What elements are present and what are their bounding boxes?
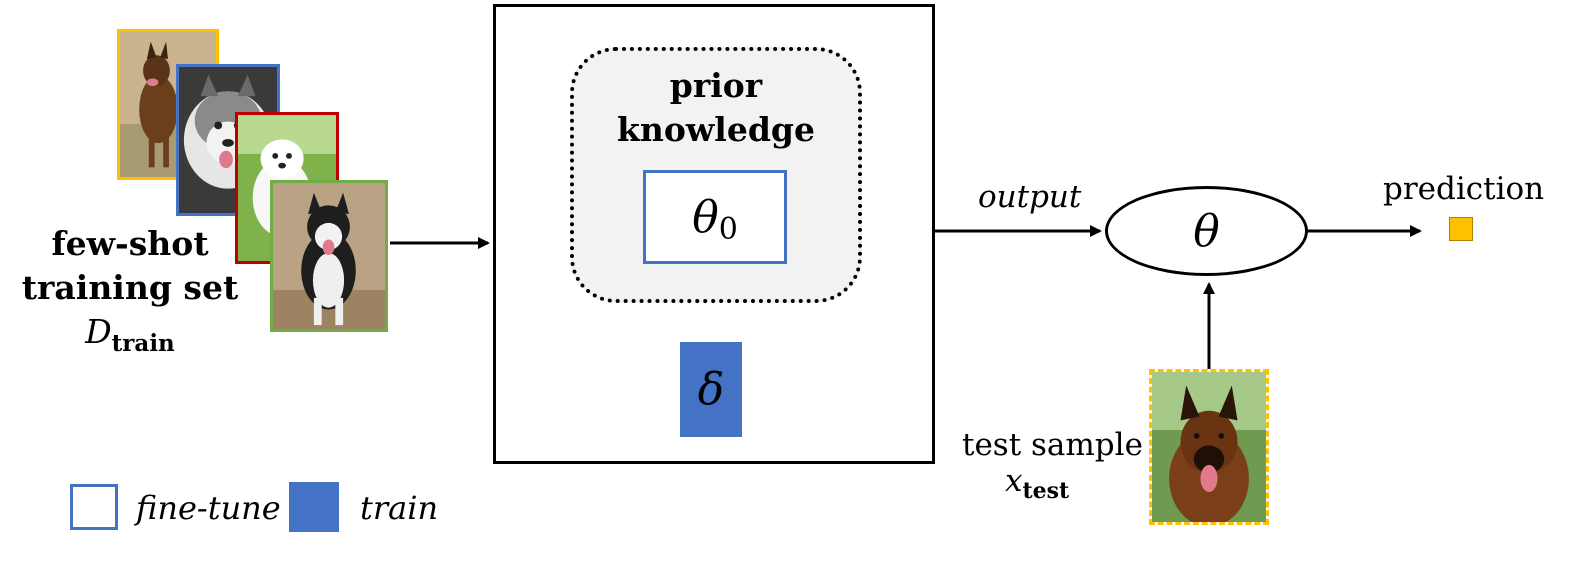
theta0-symbol: θ	[692, 191, 719, 243]
theta-node: θ	[1105, 186, 1308, 276]
test-sample-symbol-main: x	[1005, 463, 1023, 499]
prior-knowledge-line1: prior	[669, 66, 763, 105]
test-sample-label: test sample	[962, 427, 1143, 463]
prediction-label: prediction	[1383, 171, 1545, 207]
prior-knowledge-title: prior knowledge	[570, 64, 862, 152]
test-dog-image	[1152, 372, 1266, 522]
test-sample-symbol-sub: test	[1022, 478, 1070, 504]
test-sample-symbol: xtest	[1005, 462, 1070, 504]
training-set-title-line2: training set	[21, 268, 239, 307]
prior-knowledge-line2: knowledge	[617, 110, 815, 149]
dog-photo-image	[273, 183, 385, 329]
test-sample-photo	[1149, 369, 1269, 525]
delta-symbol: δ	[697, 364, 725, 415]
legend-fine-tune-label: fine-tune	[136, 489, 281, 527]
theta-symbol: θ	[1193, 205, 1220, 257]
training-set-symbol-main: D	[85, 312, 112, 351]
output-label: output	[978, 179, 1082, 215]
training-set-title-line1: few-shot	[51, 224, 209, 263]
theta0-subscript: 0	[718, 211, 738, 247]
training-set-symbol: Dtrain	[20, 310, 240, 358]
delta-box: δ	[680, 342, 742, 437]
legend-train-label: train	[360, 489, 439, 527]
legend-fine-tune-swatch	[70, 484, 118, 530]
prediction-marker	[1449, 217, 1473, 241]
training-set-symbol-sub: train	[111, 330, 175, 357]
legend-train-swatch	[289, 482, 339, 532]
dog-photo-malamute	[270, 180, 388, 332]
